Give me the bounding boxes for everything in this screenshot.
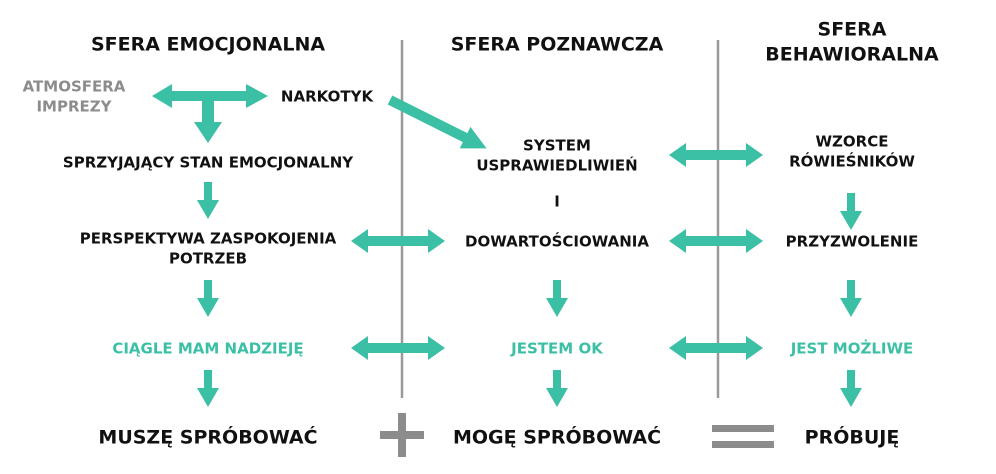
can-try-result: MOGĘ SPRÓBOWAĆ (452, 426, 662, 449)
atmosphere-drug-arrow (152, 84, 268, 143)
ok-node: JESTEM OK (511, 339, 603, 358)
ok-possible-arrow (669, 336, 763, 360)
header-behavioral-line2: BEHAWIORALNA (765, 43, 939, 65)
system-line1: SYSTEM (523, 136, 591, 155)
perspective-line2: POTRZEB (168, 249, 248, 267)
patterns-line2: RÓWIEŚNIKÓW (789, 152, 915, 170)
hope-node: CIĄGLE MAM NADZIEJĘ (112, 339, 304, 358)
patterns-to-permission-arrow (840, 193, 862, 230)
justification-system-node: SYSTEM USPRAWIEDLIWIEŃ (476, 137, 637, 176)
conjunction-node: I (554, 192, 560, 211)
perspective-line1: PERSPEKTYWA ZASPOKOJENIA (79, 229, 337, 248)
hope-ok-arrow (351, 336, 445, 360)
perspective-node: PERSPEKTYWA ZASPOKOJENIA POTRZEB (80, 230, 337, 269)
peer-patterns-node: WZORCE RÓWIEŚNIKÓW (789, 133, 915, 172)
valuation-node: DOWARTOŚCIOWANIA (465, 232, 649, 251)
drug-to-system-arrow (387, 95, 487, 149)
drug-node: NARKOTYK (280, 87, 374, 106)
header-emotional: SFERA EMOCJONALNA (90, 33, 326, 56)
permission-node: PRZYZWOLENIE (785, 232, 919, 251)
possible-to-trying-arrow (840, 370, 862, 407)
perspective-valuation-arrow (351, 229, 445, 253)
system-patterns-arrow (669, 143, 763, 167)
equals-icon (712, 425, 774, 448)
must-try-result: MUSZĘ SPRÓBOWAĆ (98, 426, 318, 449)
atmosphere-line2: IMPREZY (36, 97, 112, 115)
trying-result: PRÓBUJĘ (804, 426, 900, 449)
state-to-perspective-arrow (197, 182, 219, 219)
perspective-to-hope-arrow (197, 280, 219, 317)
permission-to-possible-arrow (840, 280, 862, 317)
patterns-line1: WZORCE (815, 132, 889, 151)
valuation-permission-arrow (669, 229, 763, 253)
atmosphere-line1: ATMOSFERA (22, 77, 126, 96)
hope-to-must-arrow (197, 370, 219, 407)
header-cognitive: SFERA POZNAWCZA (450, 33, 664, 56)
possible-node: JEST MOŻLIWE (790, 339, 914, 358)
plus-icon (380, 413, 424, 457)
emotional-state-node: SPRZYJAJĄCY STAN EMOCJONALNY (62, 153, 354, 172)
header-behavioral: SFERA BEHAWIORALNA (765, 17, 938, 66)
atmosphere-node: ATMOSFERA IMPREZY (23, 78, 126, 117)
valuation-to-ok-arrow (546, 280, 568, 317)
system-line2: USPRAWIEDLIWIEŃ (476, 156, 638, 174)
ok-to-can-arrow (546, 370, 568, 407)
header-behavioral-line1: SFERA (817, 18, 887, 41)
